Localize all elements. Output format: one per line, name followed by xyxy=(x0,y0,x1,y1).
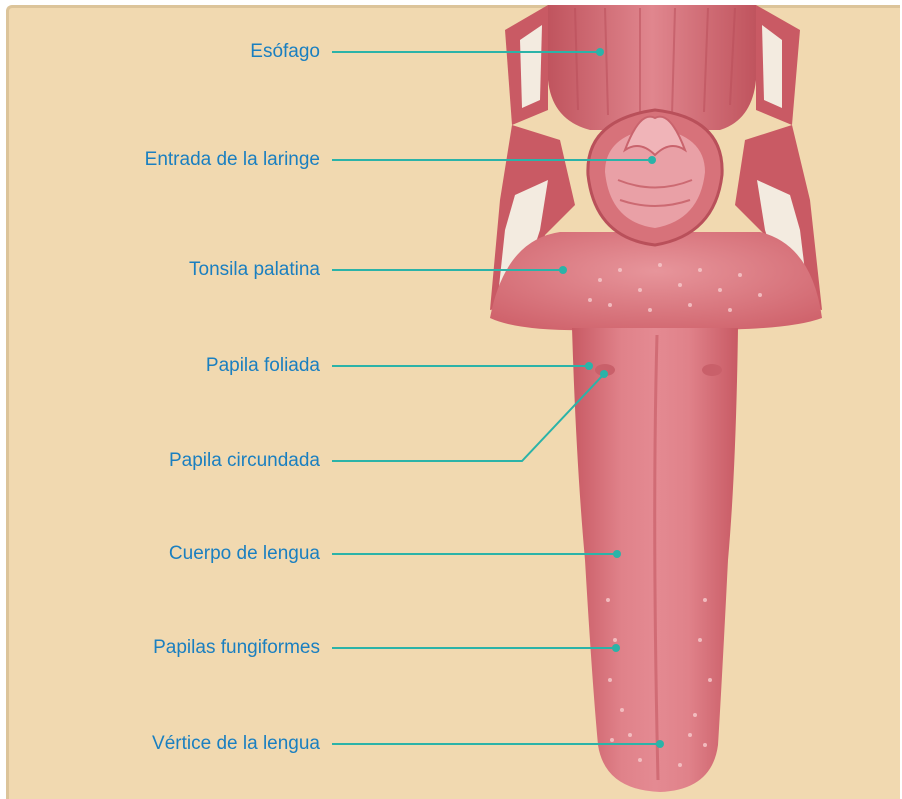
dot-esofago xyxy=(596,48,604,56)
dot-tonsila xyxy=(559,266,567,274)
dot-circundada xyxy=(600,370,608,378)
label-esofago: Esófago xyxy=(250,41,320,63)
label-papila-circundada: Papila circundada xyxy=(169,450,320,472)
circumvallate-papilla-right xyxy=(702,364,722,376)
dot-foliada xyxy=(585,362,593,370)
label-papila-foliada: Papila foliada xyxy=(206,355,320,377)
tongue-base-shape xyxy=(490,232,822,330)
larynx-shape xyxy=(588,110,722,245)
dot-vertice xyxy=(656,740,664,748)
label-entrada-laringe: Entrada de la laringe xyxy=(145,149,320,171)
label-vertice-lengua: Vértice de la lengua xyxy=(152,733,320,755)
label-tonsila-palatina: Tonsila palatina xyxy=(189,259,320,281)
dot-laringe xyxy=(648,156,656,164)
label-cuerpo-lengua: Cuerpo de lengua xyxy=(169,543,320,565)
label-papilas-fungiformes: Papilas fungiformes xyxy=(153,637,320,659)
dot-fungiformes xyxy=(612,644,620,652)
dot-cuerpo xyxy=(613,550,621,558)
leader-circundada xyxy=(332,374,604,461)
